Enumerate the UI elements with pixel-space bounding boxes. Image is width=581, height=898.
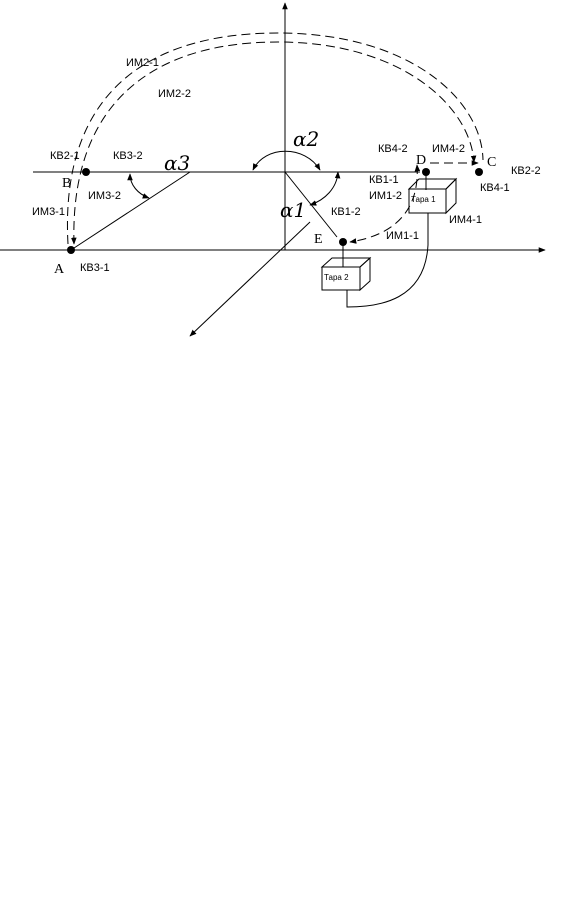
label-kv4-2: КВ4-2: [378, 143, 408, 155]
label-kv1-1: КВ1-1: [369, 174, 399, 186]
angle-arc-alpha1: [309, 171, 341, 206]
container-tara-2: Тара 2: [320, 256, 372, 292]
label-point-c: C: [487, 155, 496, 170]
point-c-dot: [475, 168, 483, 176]
label-im3-1: ИМ3-1: [32, 206, 65, 218]
label-im2-2: ИМ2-2: [158, 88, 191, 100]
angle-arc-alpha2: [252, 150, 321, 171]
label-im1-2: ИМ1-2: [369, 190, 402, 202]
label-im4-2: ИМ4-2: [432, 143, 465, 155]
arm-link-a: [70, 171, 191, 251]
label-kv1-2: КВ1-2: [331, 206, 361, 218]
label-alpha3: α3: [164, 151, 190, 175]
link-tara1-tara2: [346, 213, 429, 308]
point-a-dot: [67, 246, 75, 254]
label-point-d: D: [416, 153, 426, 168]
label-point-e: E: [314, 232, 323, 247]
arc-im2-inner: [71, 41, 477, 245]
label-alpha2: α2: [293, 127, 319, 151]
label-kv2-2: КВ2-2: [511, 165, 541, 177]
arc-im2-outer: [66, 32, 484, 245]
path-d-e: [349, 164, 421, 244]
label-point-a: A: [54, 262, 65, 277]
label-kv4-1: КВ4-1: [480, 182, 510, 194]
angle-arc-alpha3: [127, 173, 150, 199]
label-im1-1: ИМ1-1: [386, 230, 419, 242]
label-kv3-1: КВ3-1: [80, 262, 110, 274]
tara-2-label: Тара 2: [324, 273, 349, 282]
depth-axis: [189, 221, 311, 337]
tara-1-label: Тара 1: [411, 195, 436, 204]
label-im3-2: ИМ3-2: [88, 190, 121, 202]
label-im2-1: ИМ2-1: [126, 57, 159, 69]
label-im4-1: ИМ4-1: [449, 214, 482, 226]
label-kv3-2: КВ3-2: [113, 150, 143, 162]
point-b-dot: [82, 168, 90, 176]
label-alpha1: α1: [280, 198, 306, 222]
label-kv2-1: КВ2-1: [50, 150, 80, 162]
label-point-b: B: [62, 176, 71, 191]
